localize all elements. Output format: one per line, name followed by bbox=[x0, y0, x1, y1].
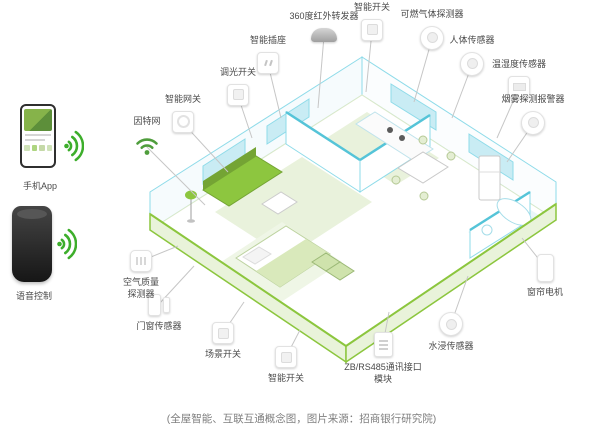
furniture bbox=[185, 111, 532, 288]
door-window-sensor-icon bbox=[148, 294, 170, 316]
device-label: ZB/RS485通讯接口模块 bbox=[344, 362, 422, 384]
device-label: 场景开关 bbox=[204, 349, 241, 359]
device-label: 门窗传感器 bbox=[136, 321, 182, 331]
phone-screen-line bbox=[25, 134, 51, 136]
speaker-top bbox=[17, 209, 47, 219]
phone-app-label: 手机App bbox=[22, 181, 57, 191]
device-comm-module: ZB/RS485通讯接口模块 bbox=[341, 332, 425, 385]
device-door-window-sensor: 门窗传感器 bbox=[124, 294, 194, 333]
ir-repeater-icon bbox=[311, 27, 337, 42]
scene-switch-icon bbox=[212, 322, 234, 344]
smart-switch-icon bbox=[361, 18, 383, 41]
device-smart-switch-bottom: 智能开关 bbox=[251, 346, 321, 385]
gateway-icon bbox=[172, 110, 194, 133]
device-dimmer-switch: 调光开关 bbox=[203, 67, 273, 106]
device-temp-humidity-sensor: 温湿度传感器 bbox=[477, 59, 561, 98]
front-walls bbox=[149, 202, 557, 364]
device-label: 烟雾探测报警器 bbox=[501, 94, 565, 104]
device-scene-switch: 场景开关 bbox=[188, 322, 258, 361]
signal-waves-icon bbox=[64, 130, 84, 162]
temp-humidity-sensor-icon bbox=[508, 75, 530, 98]
device-internet: 因特网 bbox=[112, 116, 182, 157]
device-gateway: 智能网关 bbox=[148, 94, 218, 133]
device-air-quality-detector: 空气质量探测器 bbox=[111, 250, 171, 300]
device-label: 窗帘电机 bbox=[526, 287, 563, 297]
device-label: 可燃气体探测器 bbox=[400, 9, 464, 19]
device-label: 调光开关 bbox=[219, 67, 256, 77]
phone-screen-grid bbox=[24, 145, 52, 151]
device-smart-switch-top: 智能开关 bbox=[337, 2, 407, 41]
device-smart-socket: 智能插座 bbox=[233, 35, 303, 74]
device-label: 因特网 bbox=[133, 116, 161, 126]
smart-socket-icon bbox=[257, 51, 279, 74]
phone-screen-photo bbox=[24, 109, 52, 131]
smart-switch-icon bbox=[275, 346, 297, 368]
device-label: 空气质量探测器 bbox=[122, 277, 159, 299]
smart-speaker-image bbox=[12, 206, 52, 282]
smoke-detector-icon bbox=[521, 110, 545, 135]
device-smoke-detector: 烟雾探测报警器 bbox=[491, 94, 575, 135]
device-label: 温湿度传感器 bbox=[491, 59, 546, 69]
water-sensor-icon bbox=[439, 312, 463, 336]
device-label: 智能开关 bbox=[267, 373, 304, 383]
device-ir-repeater: 360度红外转发器 bbox=[282, 11, 366, 42]
device-label: 360度红外转发器 bbox=[289, 11, 359, 21]
device-motion-sensor: 人体传感器 bbox=[437, 35, 507, 76]
air-quality-detector-icon bbox=[130, 250, 152, 272]
comm-module-icon bbox=[373, 332, 393, 357]
phone-screen-line bbox=[25, 139, 45, 141]
device-label: 智能开关 bbox=[353, 2, 390, 12]
motion-sensor-icon bbox=[460, 51, 484, 76]
phone-app-image bbox=[20, 104, 56, 168]
device-curtain-motor: 窗帘电机 bbox=[510, 254, 580, 299]
caption: (全屋智能、互联互通概念图，图片来源：招商银行研究院) bbox=[166, 413, 437, 425]
dimmer-switch-icon bbox=[227, 83, 249, 106]
signal-waves-icon bbox=[57, 228, 77, 260]
device-label: 智能插座 bbox=[249, 35, 286, 45]
gas-detector-icon bbox=[420, 25, 444, 50]
device-gas-detector: 可燃气体探测器 bbox=[390, 9, 474, 50]
wifi-icon bbox=[136, 138, 158, 155]
voice-control-label: 语音控制 bbox=[15, 291, 52, 301]
device-label: 智能网关 bbox=[164, 94, 201, 104]
device-label: 水浸传感器 bbox=[428, 341, 474, 351]
curtain-motor-icon bbox=[536, 254, 554, 282]
device-water-sensor: 水浸传感器 bbox=[416, 312, 486, 353]
device-label: 人体传感器 bbox=[449, 35, 495, 45]
